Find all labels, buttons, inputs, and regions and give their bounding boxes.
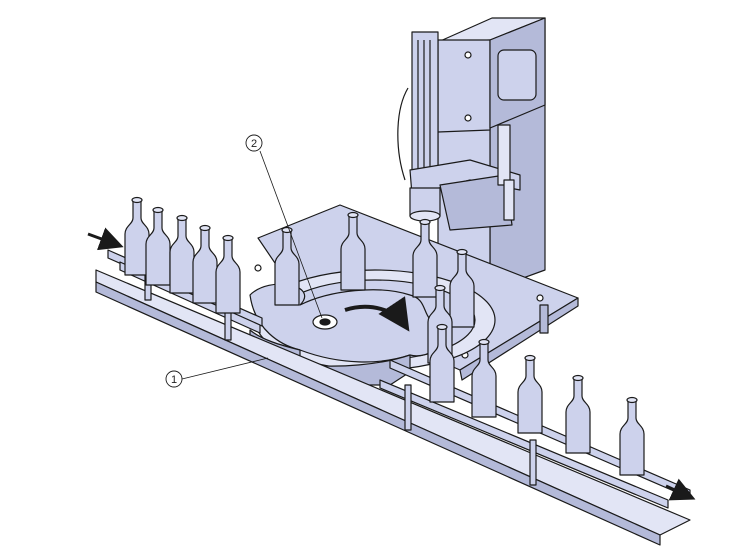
bottles <box>124 196 645 476</box>
bottle-13 <box>517 357 543 434</box>
bottle-neck-1 <box>131 196 143 204</box>
outfeed-arrow <box>665 478 696 501</box>
bottle-9 <box>449 251 475 328</box>
bottle-6 <box>274 229 300 306</box>
bottle-3 <box>169 217 195 294</box>
bottle-neck-12 <box>478 338 490 346</box>
bottle-15 <box>619 399 645 476</box>
bottle-neck-11 <box>436 323 448 331</box>
bottle-neck-15 <box>626 396 638 404</box>
bottle-7 <box>340 214 366 291</box>
bottle-neck-2 <box>152 206 164 214</box>
callout-1-label: 1 <box>171 374 177 386</box>
bottle-neck-5 <box>222 234 234 242</box>
rotation-arrow <box>344 296 410 332</box>
bottle-neck-10 <box>434 284 446 292</box>
bottle-12 <box>471 341 497 418</box>
bottle-neck-4 <box>199 224 211 232</box>
bottle-neck-14 <box>572 374 584 382</box>
callout-2: 2 <box>245 134 323 319</box>
bottle-5 <box>215 237 241 314</box>
callout-2-label: 2 <box>251 138 257 150</box>
bottle-neck-9 <box>456 248 468 256</box>
bottle-neck-8 <box>419 218 431 226</box>
bottle-neck-7 <box>347 211 359 219</box>
bottle-14 <box>565 377 591 454</box>
bottle-11 <box>429 326 455 403</box>
motor-box <box>437 39 491 133</box>
bottle-8 <box>412 221 438 298</box>
capping-head <box>397 17 546 293</box>
bottle-neck-13 <box>524 354 536 362</box>
bottle-4 <box>192 227 218 304</box>
bottle-neck-6 <box>281 226 293 234</box>
infeed-arrow <box>87 227 124 251</box>
bottle-2 <box>145 209 171 286</box>
bottle-neck-3 <box>176 214 188 222</box>
callout-1: 1 <box>165 357 269 388</box>
vertical-guide <box>411 31 439 186</box>
